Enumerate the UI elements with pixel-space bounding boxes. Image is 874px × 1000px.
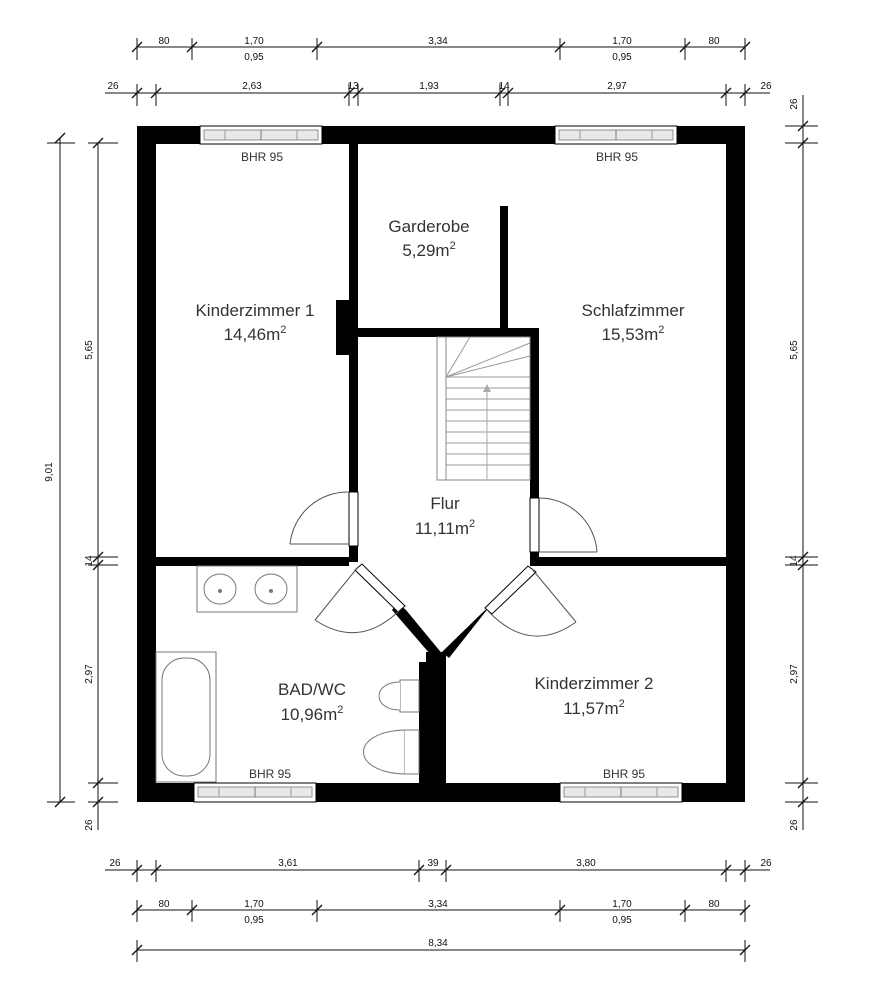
room-name-flur: Flur	[430, 494, 460, 513]
wall-horizontal-left	[156, 557, 349, 566]
dim-top1-1-sub: 0,95	[244, 52, 264, 63]
wall-horizontal-right	[539, 557, 726, 566]
dim-bot2-2: 3,34	[428, 899, 448, 910]
dim-bot2-3-sub: 0,95	[612, 915, 632, 926]
staircase	[436, 336, 531, 481]
dimension-lines	[47, 38, 818, 962]
dim-bot2-1-sub: 0,95	[244, 915, 264, 926]
room-name-kinderzimmer-1: Kinderzimmer 1	[195, 301, 314, 320]
wall-bad-kinder2	[419, 662, 446, 787]
dim-top2-2: 13	[347, 81, 359, 92]
dim-bot1-2: 39	[427, 858, 439, 869]
wall-garderobe-partition	[500, 206, 508, 333]
dim-bottom-total: 8,34	[428, 938, 448, 949]
room-area-garderobe: 5,29m2	[402, 240, 455, 260]
dim-left-inner-0: 5,65	[84, 340, 95, 360]
window-bottom-right	[559, 782, 683, 803]
door-schlafzimmer	[529, 497, 598, 553]
dim-top2-1: 2,63	[242, 81, 262, 92]
dim-bot1-0: 26	[109, 858, 121, 869]
dim-left-inner-3: 26	[84, 819, 95, 831]
wall-flur-right-lower	[530, 552, 539, 566]
window-labels: BHR 95 BHR 95 BHR 95 BHR 95	[241, 150, 645, 781]
window-label-bottom-right: BHR 95	[603, 767, 645, 781]
window-top-right	[554, 125, 678, 145]
room-area-bad-wc: 10,96m2	[281, 704, 344, 724]
room-name-kinderzimmer-2: Kinderzimmer 2	[534, 674, 653, 693]
room-labels: Garderobe 5,29m2 Kinderzimmer 1 14,46m2 …	[195, 217, 684, 724]
dim-right-3: 2,97	[789, 664, 800, 684]
dim-bot1-1: 3,61	[278, 858, 298, 869]
door-bad	[314, 563, 406, 634]
dim-right-2: 14	[789, 555, 800, 567]
doors	[289, 491, 598, 637]
windows	[193, 125, 683, 803]
dim-top1-2: 3,34	[428, 36, 448, 47]
dim-top2-3: 1,93	[419, 81, 439, 92]
dim-bot1-3: 3,80	[576, 858, 596, 869]
wall-niche	[336, 300, 350, 355]
bathroom-fixtures	[155, 565, 420, 783]
dim-right-0: 26	[789, 98, 800, 110]
room-area-flur: 11,11m2	[415, 518, 475, 538]
window-top-left	[199, 125, 323, 145]
dim-top2-4: 14	[498, 81, 510, 92]
dim-bot2-1: 1,70	[244, 899, 264, 910]
wall-v-left	[392, 603, 444, 662]
double-sink	[196, 565, 298, 613]
dim-left-inner-2: 2,97	[84, 664, 95, 684]
dim-right-4: 26	[789, 819, 800, 831]
room-area-kinderzimmer-2: 11,57m2	[563, 698, 625, 718]
shower-tray	[363, 729, 420, 775]
dim-top2-6: 26	[760, 81, 772, 92]
outer-wall-left	[137, 126, 156, 802]
wall-v-right	[442, 606, 490, 658]
wall-garderobe-flur	[349, 328, 539, 337]
dim-bot2-4: 80	[708, 899, 720, 910]
dim-left-outer: 9,01	[44, 462, 55, 482]
wall-kinder1-garderobe	[349, 144, 358, 492]
bathtub	[155, 651, 217, 783]
dim-bot2-3: 1,70	[612, 899, 632, 910]
dim-top2-5: 2,97	[607, 81, 627, 92]
window-label-top-left: BHR 95	[241, 150, 283, 164]
window-bottom-left	[193, 782, 317, 803]
room-area-kinderzimmer-1: 14,46m2	[224, 324, 287, 344]
dim-right-1: 5,65	[789, 340, 800, 360]
dim-bot2-0: 80	[158, 899, 170, 910]
window-label-bottom-left: BHR 95	[249, 767, 291, 781]
dim-top1-3-sub: 0,95	[612, 52, 632, 63]
wall-bad-kinder2-top	[426, 652, 446, 666]
wall-flur-right-upper	[530, 328, 539, 498]
dim-top1-3: 1,70	[612, 36, 632, 47]
dim-top1-1: 1,70	[244, 36, 264, 47]
door-kinderzimmer-2	[484, 565, 577, 637]
room-name-schlafzimmer: Schlafzimmer	[582, 301, 685, 320]
room-name-bad-wc: BAD/WC	[278, 680, 346, 699]
dim-top1-0: 80	[158, 36, 170, 47]
toilet	[378, 679, 420, 713]
wall-kinder1-flur-lower	[349, 546, 358, 562]
door-kinderzimmer-1	[289, 491, 359, 547]
window-label-top-right: BHR 95	[596, 150, 638, 164]
dim-bot1-4: 26	[760, 858, 772, 869]
outer-wall-right	[726, 126, 745, 802]
dimension-labels: 80 1,70 0,95 3,34 1,70 0,95 80 26 2,63 1…	[44, 36, 800, 949]
room-name-garderobe: Garderobe	[388, 217, 469, 236]
dim-top2-0: 26	[107, 81, 119, 92]
room-area-schlafzimmer: 15,53m2	[602, 324, 665, 344]
dim-left-inner-1: 14	[84, 555, 95, 567]
dim-top1-4: 80	[708, 36, 720, 47]
